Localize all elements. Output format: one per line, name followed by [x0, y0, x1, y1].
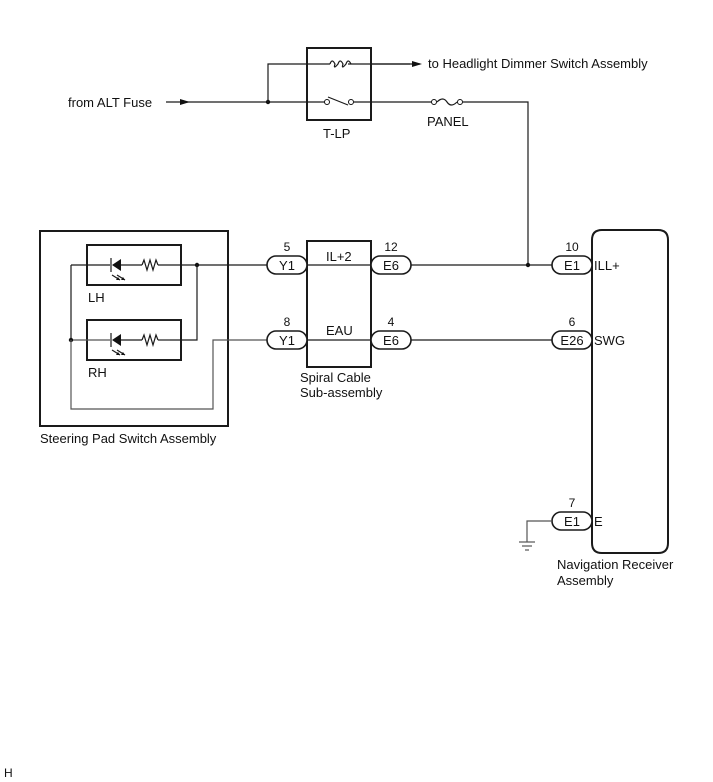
- svg-text:4: 4: [388, 315, 395, 329]
- input-arrow-icon: [166, 99, 190, 105]
- fuse-label: PANEL: [427, 114, 469, 129]
- relay-switch-icon: [320, 96, 354, 106]
- led-rh-icon: [71, 333, 126, 356]
- fuse-icon: [431, 98, 463, 106]
- svg-text:Y1: Y1: [279, 333, 295, 348]
- svg-text:Y1: Y1: [279, 258, 295, 273]
- svg-text:E6: E6: [383, 258, 399, 273]
- relay-t-lp: [306, 47, 372, 121]
- svg-text:E1: E1: [564, 258, 580, 273]
- spiral-cable-box: [306, 240, 372, 368]
- to-headlight-arrow-icon: [371, 61, 422, 67]
- terminal-ill: ILL+: [594, 258, 620, 273]
- spiral-cable-label-2: Sub-assembly: [300, 385, 383, 400]
- relay-label: T-LP: [323, 126, 350, 141]
- lamp-rh-label: RH: [88, 365, 107, 380]
- led-lh-icon: [71, 258, 126, 281]
- svg-text:10: 10: [565, 240, 579, 254]
- svg-text:E1: E1: [564, 514, 580, 529]
- from-alt-fuse-label: from ALT Fuse: [68, 95, 152, 110]
- signal-il2: IL+2: [326, 249, 352, 264]
- steering-pad-label: Steering Pad Switch Assembly: [40, 431, 217, 446]
- terminal-swg: SWG: [594, 333, 625, 348]
- connector-e26-pin6: E26 6: [551, 315, 593, 350]
- resistor-rh-icon: [141, 332, 159, 348]
- relay-coil-icon: [329, 60, 352, 68]
- ground-icon: [519, 520, 552, 551]
- junction-dot: [525, 262, 531, 268]
- footer-code: H: [4, 766, 13, 780]
- wire-to-coil: [267, 63, 330, 102]
- svg-text:E6: E6: [383, 333, 399, 348]
- svg-text:E26: E26: [560, 333, 583, 348]
- connector-e6-pin4: E6 4: [370, 315, 412, 350]
- svg-text:5: 5: [284, 240, 291, 254]
- connector-y1-pin5: Y1 5: [266, 240, 308, 275]
- lamp-lh-label: LH: [88, 290, 105, 305]
- svg-text:12: 12: [384, 240, 398, 254]
- connector-e1-pin7: E1 7: [551, 496, 593, 531]
- nav-receiver-box: [591, 229, 669, 554]
- connector-e1-pin10: E1 10: [551, 240, 593, 275]
- nav-receiver-label-2: Assembly: [557, 573, 614, 588]
- svg-text:8: 8: [284, 315, 291, 329]
- wire-panel-to-nav: [463, 101, 529, 265]
- resistor-lh-icon: [141, 257, 159, 273]
- nav-receiver-label-1: Navigation Receiver: [557, 557, 674, 572]
- svg-text:7: 7: [569, 496, 576, 510]
- signal-eau: EAU: [326, 323, 353, 338]
- terminal-e: E: [594, 514, 603, 529]
- to-headlight-label: to Headlight Dimmer Switch Assembly: [428, 56, 648, 71]
- connector-y1-pin8: Y1 8: [266, 315, 308, 350]
- spiral-cable-label-1: Spiral Cable: [300, 370, 371, 385]
- steering-pad-switch-box: [39, 230, 229, 427]
- connector-e6-pin12: E6 12: [370, 240, 412, 275]
- svg-text:6: 6: [569, 315, 576, 329]
